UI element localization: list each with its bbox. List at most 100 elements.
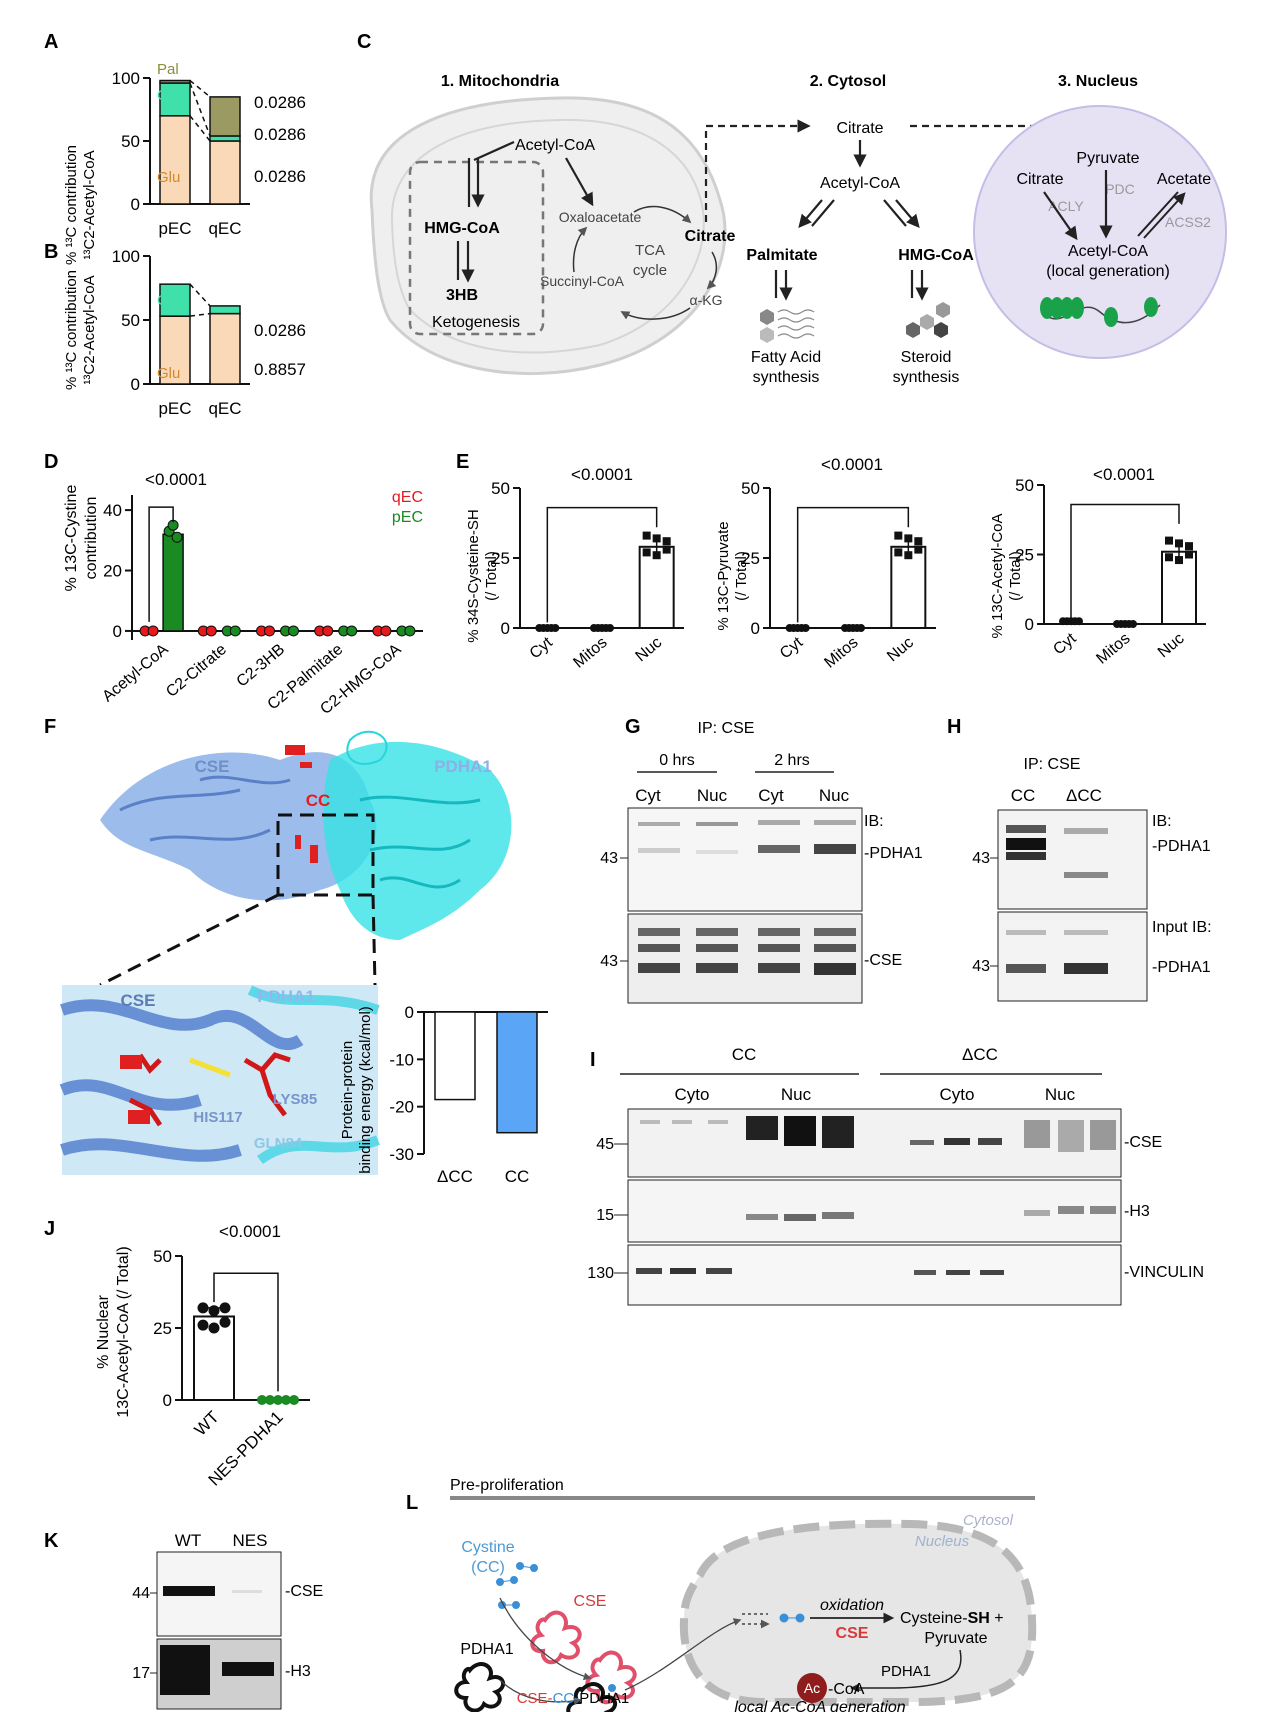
panel-l-coa: -CoA — [828, 1681, 865, 1698]
chartE3-xlabel-2: Nuc — [1155, 630, 1188, 661]
chartE3-point-2-0 — [1165, 536, 1173, 545]
panel-l-cystine-1: Cystine — [461, 1539, 514, 1556]
panel-e1-pvalue: <0.0001 — [571, 465, 633, 484]
panel-a-label-glu: Glu — [157, 169, 180, 186]
panel-label-f: F — [44, 716, 56, 738]
chartE1-sig-bracket — [546, 506, 658, 623]
panel-e1-ylabel-2: (/ Total) — [483, 551, 500, 601]
cysteine-prefix: Cysteine- — [900, 1610, 968, 1627]
panel-e3-pvalue: <0.0001 — [1093, 465, 1155, 484]
chartB-xlabel-0: pEC — [158, 399, 191, 418]
chartA-ytick-label-1: 50 — [121, 132, 140, 151]
panel-d-point-qec-3-1 — [322, 625, 334, 637]
panel-g-title: IP: CSE — [698, 720, 755, 737]
chartE2-ytick-label-1: 25 — [741, 549, 760, 568]
chartE1-point-0-4 — [551, 624, 560, 632]
chartE3-xlabel-1: Mitos — [1093, 630, 1133, 668]
chartE2-point-2-0 — [894, 531, 903, 540]
panel-a: % ¹³C contribution ¹³C2-Acetyl-CoA 05010… — [63, 61, 306, 265]
panel-i-band-vinculin: -VINCULIN — [1124, 1264, 1204, 1281]
chromatin-icon — [1040, 297, 1161, 327]
panel-h-title: IP: CSE — [1024, 756, 1081, 773]
panel-e3-ylabel-1: % 13C-Acetyl-CoA — [989, 513, 1006, 638]
tca-arc-4 — [572, 226, 588, 273]
zoom-lines — [99, 893, 377, 987]
panel-l-pdha1-enzyme: PDHA1 — [881, 1663, 931, 1680]
panel-l-ac: Ac — [804, 1680, 820, 1696]
chartE3-ytick-label-2: 50 — [1015, 476, 1034, 495]
panel-d-ylabel-2: contribution — [83, 497, 100, 580]
legend-pec: pEC — [392, 509, 423, 526]
panel-i-cc: CC — [732, 1045, 757, 1064]
arrow-acetyl-to-palmitate — [800, 199, 835, 226]
chartA-bar-glu-1 — [209, 140, 241, 205]
panel-g-mw-2: 43 — [600, 953, 618, 970]
panel-d-point-pec-1-1 — [229, 625, 241, 637]
panel-j-point-1-1 — [265, 1395, 275, 1405]
panel-l-nucleus: Nucleus — [915, 1533, 970, 1550]
panel-j-point-0-0 — [197, 1302, 209, 1314]
tca-label-2: cycle — [633, 262, 667, 279]
panel-a-ylabel-2: ¹³C2-Acetyl-CoA — [81, 150, 98, 259]
cyto-palmitate: Palmitate — [746, 247, 817, 264]
mito-acetyl-coa: Acetyl-CoA — [515, 137, 595, 154]
panel-label-i: I — [590, 1049, 596, 1071]
chartE2-point-2-3 — [894, 548, 903, 557]
panel-label-e: E — [456, 451, 469, 473]
panel-l-oxidation: oxidation — [820, 1597, 884, 1614]
chartE3-point-1-4 — [1129, 620, 1137, 628]
panel-g-nuc1: Nuc — [697, 786, 728, 805]
panel-a-label-cc: CC — [157, 87, 179, 104]
panel-i-mw-1: 45 — [596, 1136, 614, 1153]
panel-label-d: D — [44, 451, 58, 473]
panel-i-mw-2: 15 — [596, 1207, 614, 1224]
arrow-acetyl-to-oxaloacetate — [565, 157, 594, 207]
panel-b-ylabel-1: % ¹³C contribution — [63, 270, 80, 390]
panel-l-title: Pre-proliferation — [450, 1477, 564, 1494]
mito-oxaloacetate: Oxaloacetate — [559, 209, 642, 225]
blot-h-ip — [997, 809, 1148, 910]
chartE1-point-2-2 — [662, 537, 671, 546]
blot-i-vinculin — [627, 1244, 1122, 1306]
mito-ketogenesis: Ketogenesis — [432, 314, 520, 331]
chartE2-point-2-1 — [904, 534, 913, 543]
ketogenesis-box — [408, 160, 545, 336]
fatty-acid-label-1: Fatty Acid — [751, 349, 821, 366]
panel-d-sig-bracket — [148, 506, 174, 622]
mitochondrion-inner-membrane — [390, 118, 705, 354]
fatty-acid-icon — [760, 309, 815, 343]
arrow-acetate-acetylcoa — [1137, 192, 1184, 239]
panel-d-ylabel-1: % 13C-Cystine — [63, 485, 80, 592]
chartE3-point-2-1 — [1175, 539, 1183, 548]
panel-d-point-pec-3-1 — [346, 625, 358, 637]
chartE1-point-1-4 — [606, 624, 614, 632]
tca-arc-1 — [633, 205, 692, 224]
blot-g-pdha1 — [627, 807, 863, 912]
blot-k-cse — [156, 1551, 282, 1637]
inset-label-his: HIS117 — [193, 1109, 242, 1126]
panel-j-ytick-label-0: 0 — [163, 1391, 172, 1410]
panel-d-ytick-label-0: 0 — [113, 622, 122, 641]
panel-f-bar-0 — [434, 1011, 476, 1101]
chartA-xlabel-0: pEC — [158, 219, 191, 238]
tca-arc-2 — [706, 251, 718, 290]
panel-l-cytosol: Cytosol — [963, 1512, 1014, 1529]
chartE2-ytick-label-0: 0 — [751, 619, 760, 638]
chartE3-point-2-2 — [1185, 542, 1193, 551]
chartE3-sig-bracket — [1070, 503, 1180, 619]
panel-g: IP: CSE 0 hrs 2 hrs Cyt Nuc Cyt Nuc IB: … — [600, 720, 923, 1004]
panel-l-pdha1: PDHA1 — [460, 1641, 513, 1658]
panel-l-cystine-2: (CC) — [471, 1559, 505, 1576]
enzyme-pdc: PDC — [1105, 181, 1135, 197]
arrow-acetyl-to-hmg — [469, 158, 478, 207]
chartE2-point-2-5 — [914, 545, 923, 554]
tca-arc-3 — [620, 307, 691, 320]
panel-i-band-h3: -H3 — [1124, 1203, 1150, 1220]
cyto-acetyl-coa: Acetyl-CoA — [820, 175, 900, 192]
panel-k: WT NES -CSE -H3 44 17 — [132, 1531, 323, 1710]
